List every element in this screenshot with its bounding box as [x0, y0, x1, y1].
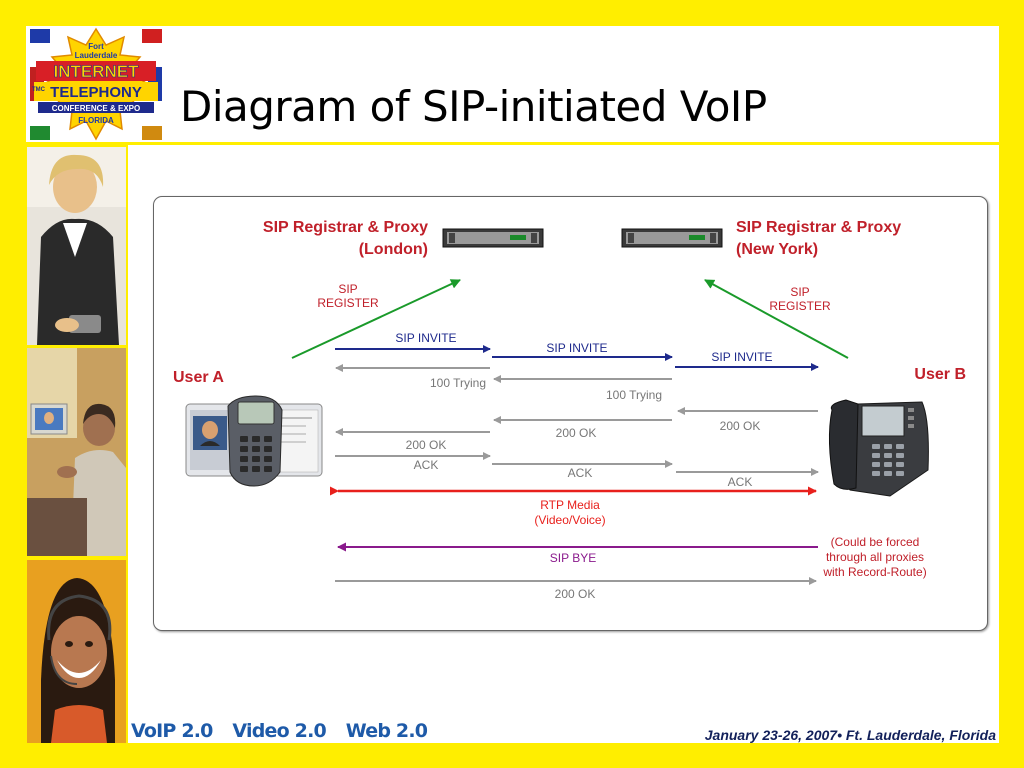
note-line-2: through all proxies	[826, 550, 924, 564]
trying-label-1: 100 Trying	[430, 376, 486, 390]
registrar-london-label: SIP Registrar & Proxy	[263, 219, 428, 236]
rtp-label-1: RTP Media	[540, 498, 600, 512]
slide-title: Diagram of SIP-initiated VoIP	[180, 82, 767, 131]
conference-logo: Fort Lauderdale INTERNET TELEPHONY CONFE…	[28, 27, 164, 142]
ack-label-3: ACK	[728, 475, 753, 489]
logo-lauderdale: Lauderdale	[75, 51, 118, 60]
server-london-icon	[442, 228, 544, 248]
photo-headset-agent	[27, 560, 126, 743]
register-label-b-1: SIP	[790, 285, 809, 299]
ok-label-2: 200 OK	[556, 426, 597, 440]
logo-telephony: TELEPHONY	[50, 84, 142, 101]
final-ok-label: 200 OK	[555, 587, 596, 601]
logo-florida: FLORIDA	[78, 116, 114, 125]
registrar-newyork-city: (New York)	[736, 241, 818, 258]
footer-tag-web: Web 2.0	[345, 720, 428, 742]
photo-businesswoman	[27, 147, 126, 345]
register-label-a-1: SIP	[338, 282, 357, 296]
registrar-newyork-label: SIP Registrar & Proxy	[736, 219, 901, 236]
ack-label-1: ACK	[414, 458, 439, 472]
registrar-london-city: (London)	[359, 241, 428, 258]
title-divider	[26, 142, 1024, 145]
note-line-3: with Record-Route)	[822, 565, 926, 579]
invite-label-3: SIP INVITE	[711, 350, 772, 364]
footer-band	[128, 743, 1024, 768]
footer-event-info: January 23-26, 2007• Ft. Lauderdale, Flo…	[704, 727, 996, 743]
invite-label-1: SIP INVITE	[395, 331, 456, 345]
invite-label-2: SIP INVITE	[546, 341, 607, 355]
bye-label: SIP BYE	[550, 551, 596, 565]
server-newyork-icon	[621, 228, 723, 248]
register-arrow-b	[704, 279, 849, 359]
logo-fort: Fort	[88, 42, 104, 51]
register-label-b-2: REGISTER	[769, 299, 831, 313]
rtp-label-2: (Video/Voice)	[534, 513, 605, 527]
user-a-videophone-icon	[185, 395, 323, 487]
logo-internet: INTERNET	[54, 62, 140, 81]
photo-computer-user	[27, 348, 126, 556]
user-a-label: User A	[173, 369, 224, 386]
note-line-1: (Could be forced	[831, 535, 920, 549]
user-b-label: User B	[914, 366, 966, 383]
footer-tag-voip: VoIP 2.0	[131, 720, 213, 742]
user-b-deskphone-icon	[828, 399, 929, 497]
footer-tags: VoIP 2.0 Video 2.0 Web 2.0	[131, 720, 441, 742]
register-arrow-a	[291, 279, 461, 359]
trying-label-2: 100 Trying	[606, 388, 662, 402]
footer-tag-video: Video 2.0	[232, 720, 326, 742]
ack-label-2: ACK	[568, 466, 593, 480]
register-label-a-2: REGISTER	[317, 296, 379, 310]
logo-badge: TMC	[32, 87, 46, 93]
logo-conference: CONFERENCE & EXPO	[52, 104, 140, 113]
ok-label-3: 200 OK	[720, 419, 761, 433]
ok-label-1: 200 OK	[406, 438, 447, 452]
